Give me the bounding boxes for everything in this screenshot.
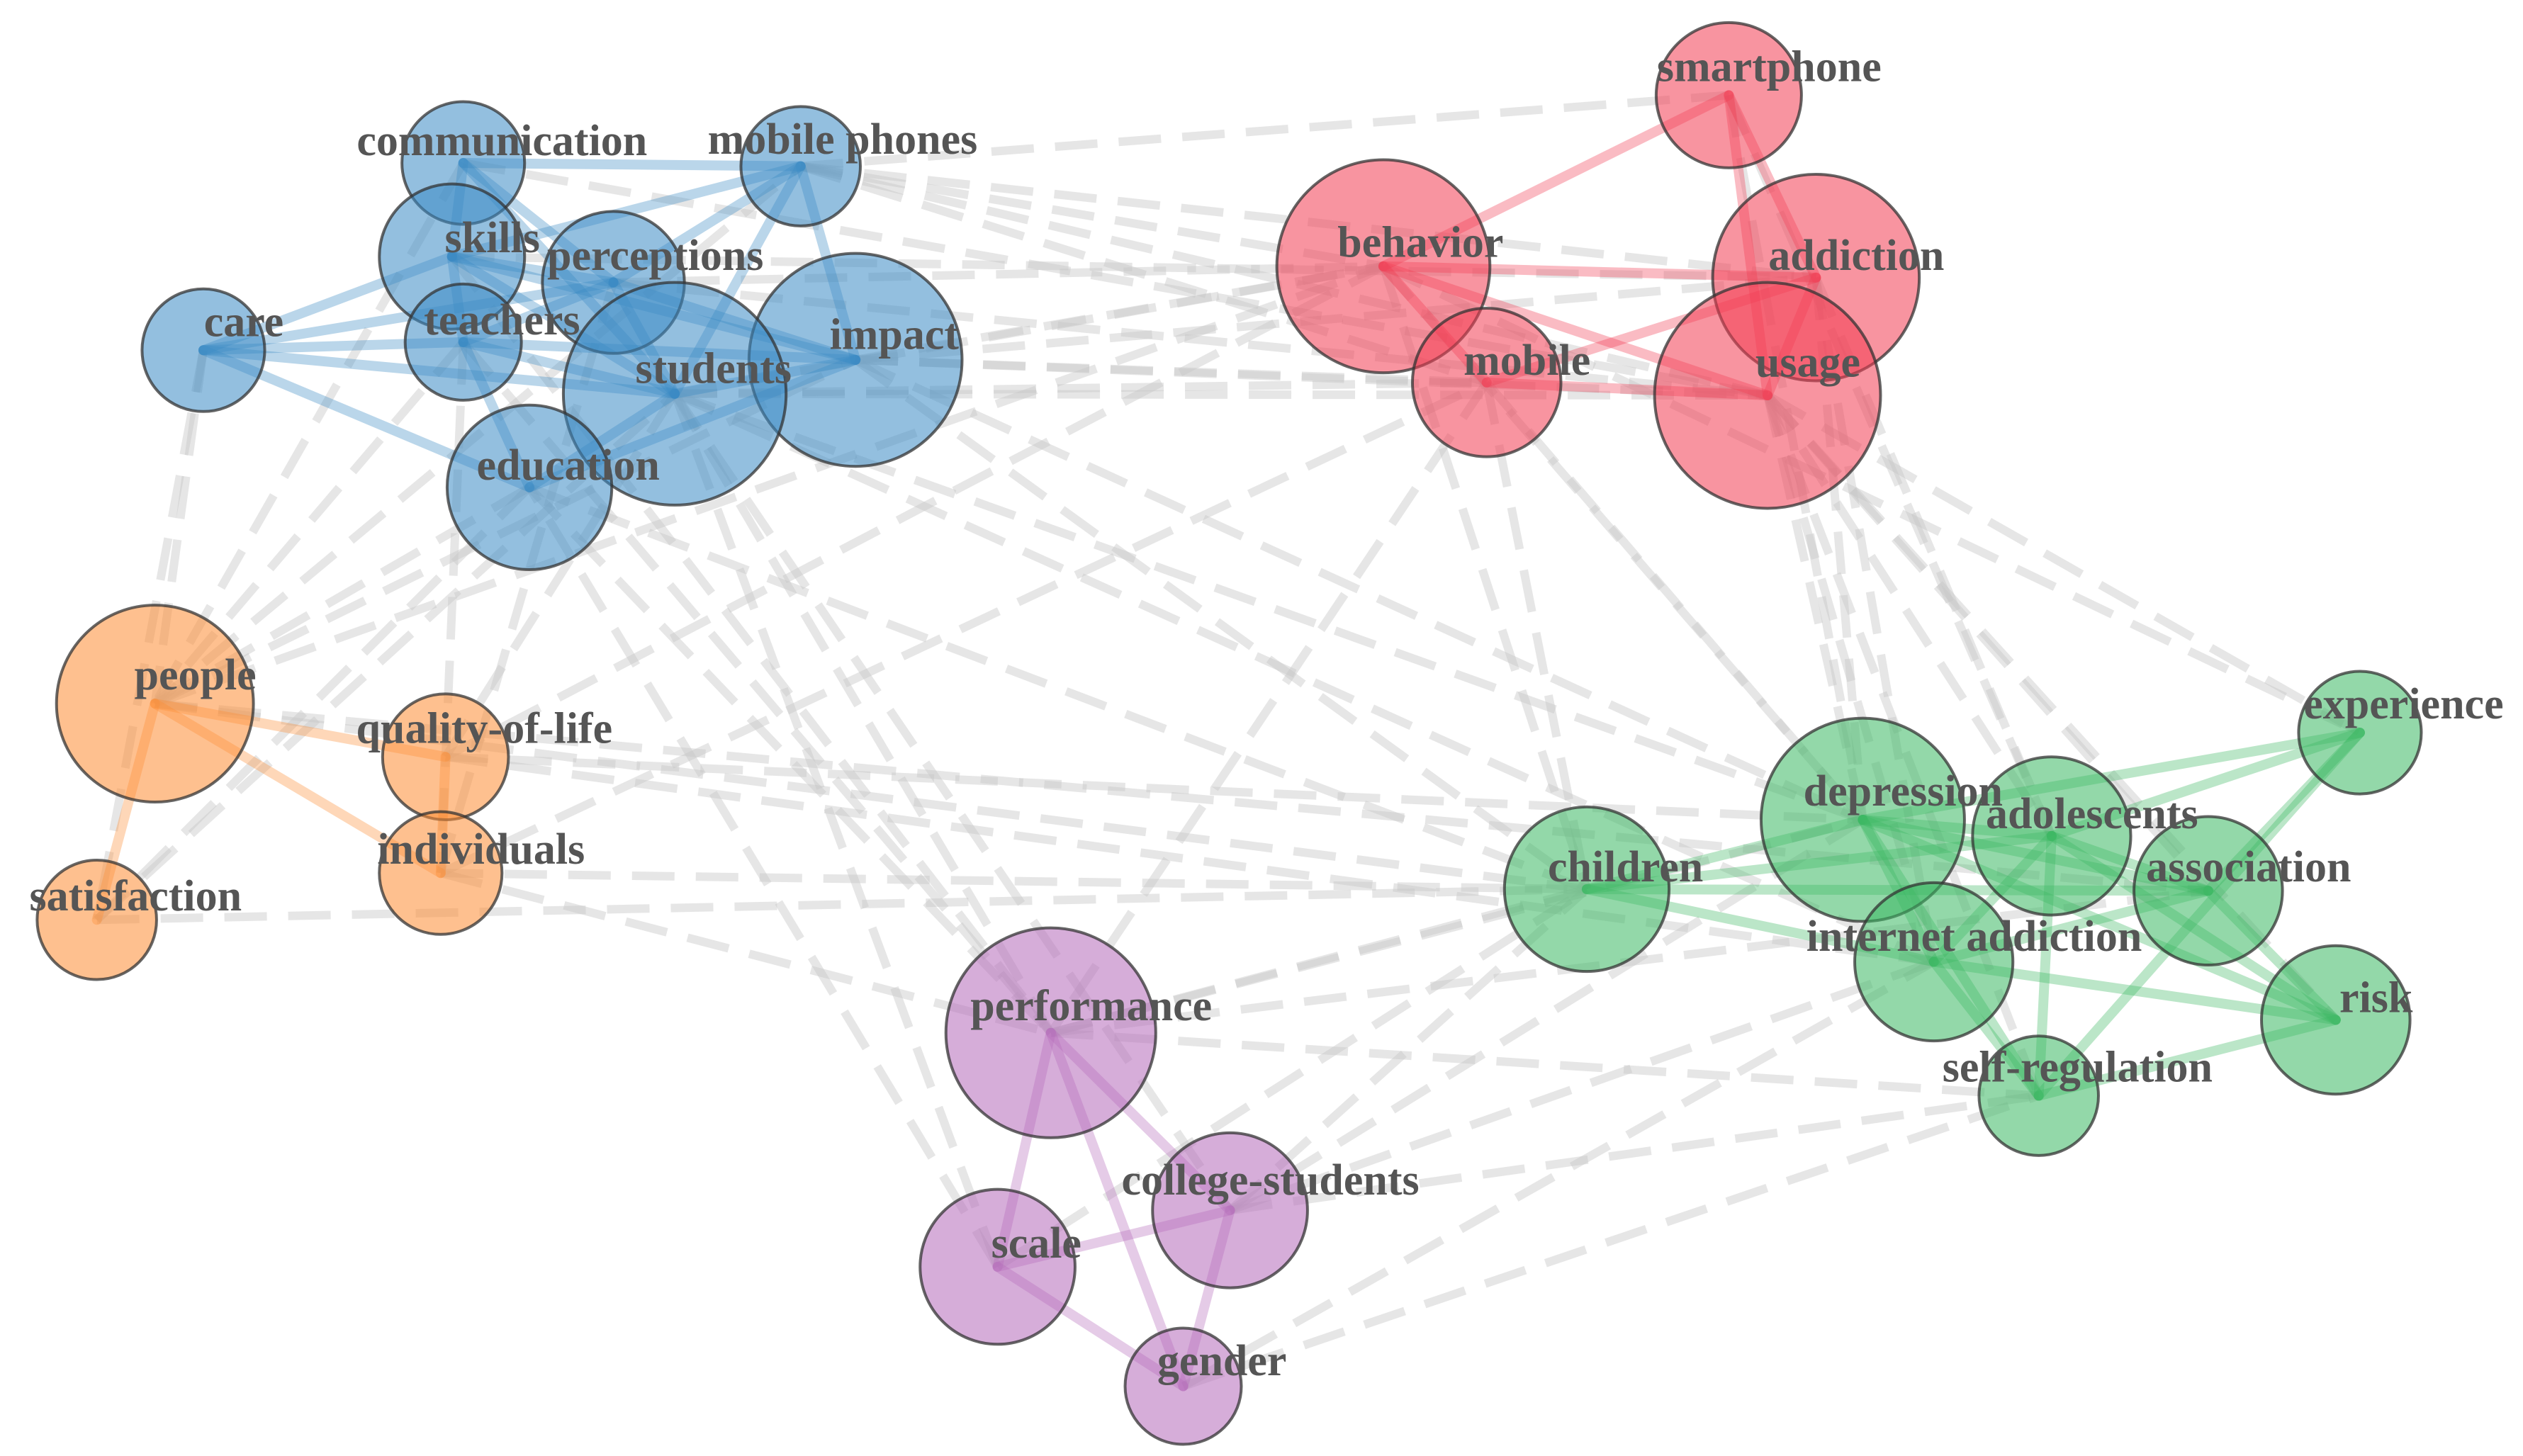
node-association [2133, 815, 2284, 967]
node-experience [2297, 670, 2423, 796]
edge-individuals-mobile [439, 378, 1489, 877]
nodes [35, 21, 2423, 1446]
edge-impact-depression [853, 356, 1865, 824]
edge-education-children [527, 483, 1589, 893]
edge-scale-students [670, 392, 1002, 1269]
node-education [445, 403, 614, 572]
edge-performance-association [1050, 886, 2209, 1037]
node-smartphone [1654, 21, 1803, 169]
edge-gender-self-regulation [1181, 1091, 2040, 1391]
node-adolescents [1971, 755, 2133, 917]
node-label-addiction: addiction [1768, 232, 1944, 280]
edge-impact-children [853, 356, 1590, 893]
node-depression [1759, 716, 1966, 923]
node-label-depression: depression [1804, 767, 2003, 816]
edge-education-satisfaction [94, 484, 533, 923]
edge-quality-of-life-depression [445, 752, 1863, 825]
node-usage [1653, 281, 1882, 510]
node-students [561, 281, 788, 507]
node-care [140, 287, 266, 413]
node-label-people: people [134, 651, 256, 699]
edge-scale-children [995, 885, 1590, 1271]
node-mobile [1410, 307, 1563, 458]
edge-mobile-phones-behavior [799, 162, 1384, 271]
node-label-scale: scale [991, 1219, 1081, 1268]
node-label-teachers: teachers [424, 296, 580, 344]
node-label-smartphone: smartphone [1657, 43, 1882, 91]
node-risk [2260, 944, 2412, 1096]
node-label-skills: skills [444, 214, 539, 262]
node-self-regulation [1977, 1034, 2100, 1157]
node-label-mobile-phones: mobile phones [708, 115, 978, 164]
edge-behavior-depression [1380, 263, 1866, 823]
node-internet-addiction [1853, 881, 2015, 1043]
node-children [1502, 805, 1671, 974]
edge-performance-depression [1050, 816, 1864, 1037]
edge-behavior-children [1379, 264, 1591, 891]
edge-teachers-individuals [436, 342, 468, 874]
node-label-association: association [2146, 843, 2351, 891]
edge-students-usage [675, 389, 1768, 400]
node-label-quality-of-life: quality-of-life [356, 704, 612, 752]
node-label-satisfaction: satisfaction [29, 872, 242, 920]
node-label-communication: communication [356, 117, 647, 165]
node-label-students: students [635, 344, 792, 393]
edge-mobile-children [1482, 381, 1591, 891]
edge-students-behavior [674, 261, 1385, 398]
node-people [55, 604, 255, 804]
edge-usage-association [1764, 393, 2212, 894]
edge-students-internet-addiction [673, 390, 1936, 966]
node-college-students [1151, 1131, 1309, 1289]
node-label-impact: impact [830, 311, 960, 359]
node-label-individuals: individuals [377, 825, 585, 874]
edge-impact-usage [855, 355, 1768, 400]
node-scale [918, 1187, 1077, 1346]
edge-quality-of-life-behavior [443, 262, 1386, 761]
node-label-college-students: college-students [1121, 1156, 1419, 1204]
node-mobile-phones [739, 105, 862, 227]
node-label-perceptions: perceptions [547, 232, 763, 280]
edge-mobile-phones-usage [799, 162, 1769, 400]
node-label-adolescents: adolescents [1986, 790, 2198, 838]
edge-skills-performance [448, 254, 1055, 1036]
edge-people-children [154, 699, 1588, 893]
edge-smartphone-depression [1724, 94, 1867, 821]
node-label-internet-addiction: internet addiction [1806, 913, 2142, 961]
edge-perceptions-behavior [613, 261, 1384, 287]
node-gender [1123, 1326, 1243, 1446]
edge-mobile-performance [1047, 380, 1490, 1036]
edge-students-college-students [671, 391, 1234, 1213]
node-label-education: education [477, 441, 660, 490]
edge-satisfaction-children [96, 884, 1588, 925]
edge-mobile-phones-smartphone [800, 91, 1729, 171]
edge-gender-internet-addiction [1181, 958, 1936, 1390]
node-satisfaction [35, 858, 158, 981]
edge-college-students-self-regulation [1229, 1091, 2040, 1215]
node-label-usage: usage [1755, 338, 1860, 386]
node-performance [944, 926, 1157, 1139]
edge-performance-self-regulation [1050, 1028, 2040, 1100]
node-individuals [378, 810, 504, 936]
node-teachers [403, 282, 523, 402]
node-label-behavior: behavior [1337, 219, 1503, 267]
node-label-experience: experience [2303, 680, 2503, 728]
node-label-self-regulation: self-regulation [1943, 1044, 2213, 1092]
edge-scale-education [525, 485, 1001, 1270]
node-label-care: care [204, 298, 283, 346]
node-label-gender: gender [1157, 1337, 1287, 1385]
node-label-mobile: mobile [1463, 337, 1590, 385]
node-label-children: children [1548, 843, 1703, 891]
edge-usage-experience [1765, 391, 2362, 737]
node-label-risk: risk [2339, 974, 2413, 1022]
edge-behavior-experience [1381, 262, 2362, 737]
edge-people-behavior [153, 262, 1385, 708]
edge-quality-of-life-internet-addiction [444, 752, 1935, 966]
node-behavior [1275, 158, 1492, 375]
node-label-performance: performance [970, 982, 1212, 1030]
